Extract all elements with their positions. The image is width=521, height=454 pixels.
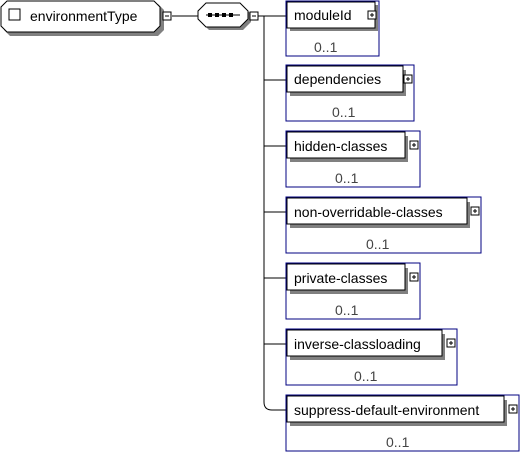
child-box: [286, 1, 376, 29]
child-element-hidden-classes[interactable]: hidden-classes 0..1: [285, 130, 421, 188]
checkbox-icon: [8, 8, 21, 21]
expand-icon[interactable]: [446, 338, 456, 348]
child-element-dependencies[interactable]: dependencies 0..1: [285, 64, 415, 122]
child-element-non-overridable-classes[interactable]: non-overridable-classes 0..1: [285, 196, 482, 254]
occurrence-label: 0..1: [386, 434, 410, 450]
child-label: dependencies: [294, 71, 381, 87]
child-box: [286, 65, 404, 93]
child-label: moduleId: [294, 7, 352, 23]
child-outer-box: [285, 130, 421, 188]
expand-icon[interactable]: [367, 10, 377, 20]
sequence-collapse-icon[interactable]: [249, 11, 259, 21]
expand-icon[interactable]: [409, 272, 419, 282]
occurrence-label: 0..1: [332, 104, 356, 120]
child-label: hidden-classes: [294, 138, 387, 154]
sequence-compositor[interactable]: [197, 2, 259, 30]
child-outer-box: [285, 196, 482, 254]
child-outer-box: [285, 328, 458, 386]
root-box: [0, 0, 161, 33]
expand-icon[interactable]: [470, 206, 480, 216]
occurrence-label: 0..1: [335, 170, 359, 186]
child-box: [286, 329, 443, 357]
child-label: private-classes: [294, 270, 387, 286]
trunk-line: [263, 16, 286, 411]
child-box: [286, 395, 505, 423]
root-element-label: environmentType: [30, 8, 138, 24]
child-outer-box: [285, 394, 520, 452]
connector-lines: [172, 15, 286, 411]
expand-icon[interactable]: [508, 404, 518, 414]
child-box: [286, 131, 406, 159]
child-element-suppress-default-environment[interactable]: suppress-default-environment 0..1: [285, 394, 520, 452]
occurrence-label: 0..1: [335, 302, 359, 318]
collapse-toggle-icon[interactable]: [162, 11, 172, 21]
root-element-environmentType[interactable]: environmentType: [0, 0, 172, 36]
child-element-moduleId[interactable]: moduleId 0..1: [285, 0, 380, 57]
child-box: [286, 197, 468, 225]
occurrence-label: 0..1: [354, 368, 378, 384]
expand-icon[interactable]: [403, 74, 413, 84]
child-label: inverse-classloading: [294, 336, 421, 352]
child-element-inverse-classloading[interactable]: inverse-classloading 0..1: [285, 328, 458, 386]
child-label: suppress-default-environment: [294, 402, 479, 418]
child-label: non-overridable-classes: [294, 204, 443, 220]
occurrence-label: 0..1: [366, 236, 390, 252]
sequence-icon: [206, 13, 240, 17]
child-outer-box: [285, 262, 421, 320]
expand-icon[interactable]: [409, 140, 419, 150]
child-outer-box: [285, 0, 380, 57]
child-outer-box: [285, 64, 415, 122]
occurrence-label: 0..1: [314, 39, 338, 55]
child-element-private-classes[interactable]: private-classes 0..1: [285, 262, 421, 320]
child-box: [286, 263, 406, 291]
